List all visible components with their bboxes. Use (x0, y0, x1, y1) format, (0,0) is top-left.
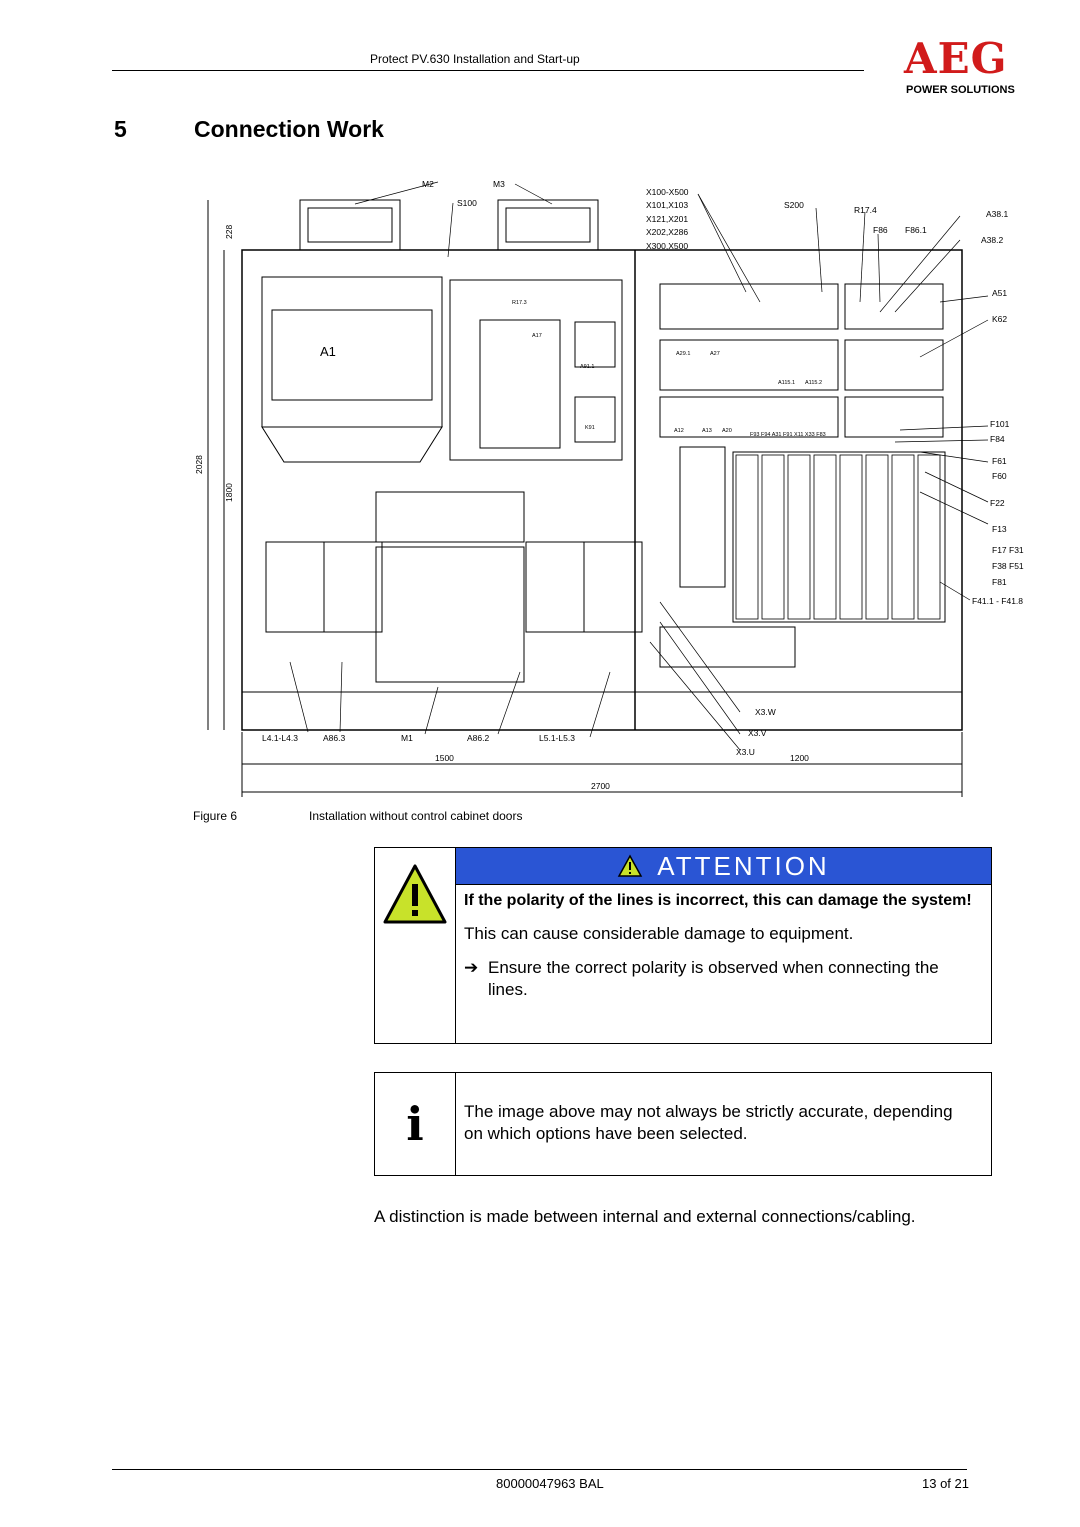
label-f101: F101 (990, 419, 1010, 429)
fuse-block-area (732, 451, 946, 623)
label-a1151: A115.1 (778, 380, 795, 386)
label-f22: F22 (990, 498, 1005, 508)
logo-brand: AEG (904, 34, 1008, 83)
attention-icon-cell (375, 848, 456, 1043)
figure-caption: Installation without control cabinet doo… (309, 809, 523, 823)
label-m3: M3 (493, 179, 505, 189)
label-a20: A20 (722, 428, 732, 434)
dim-2028: 2028 (194, 455, 204, 474)
info-icon-cell: i (375, 1073, 456, 1175)
section-title: Connection Work (194, 116, 384, 142)
attention-instruction: ➔ Ensure the correct polarity is observe… (464, 957, 975, 1001)
label-f84: F84 (990, 434, 1005, 444)
label-a862: A86.2 (467, 733, 489, 743)
label-a91: A91.1 (580, 364, 594, 370)
label-x101: X101,X103 (646, 200, 688, 210)
control-section (449, 279, 623, 461)
label-m1: M1 (401, 733, 413, 743)
label-l51: L5.1-L5.3 (539, 733, 575, 743)
label-f38: F38 F51 (992, 561, 1024, 571)
info-text: The image above may not always be strict… (464, 1102, 953, 1143)
arrow-right-icon: ➔ (464, 958, 479, 977)
label-x202: X202,X286 (646, 227, 688, 237)
info-box: i The image above may not always be stri… (374, 1072, 992, 1176)
label-r174: R17.4 (854, 205, 877, 215)
dim-1800: 1800 (224, 483, 234, 502)
dim-2700: 2700 (591, 781, 610, 791)
footer-rule (112, 1469, 967, 1470)
label-a1152: A115.2 (805, 380, 822, 386)
label-a1: A1 (320, 344, 336, 359)
attention-warning-text: If the polarity of the lines is incorrec… (464, 892, 972, 909)
attention-header: ATTENTION (456, 848, 991, 885)
attention-title: ATTENTION (657, 850, 830, 881)
label-x3w: X3.W (755, 707, 776, 717)
label-f60: F60 (992, 471, 1007, 481)
label-a291: A29.1 (676, 351, 690, 357)
attention-instruction-text: Ensure the correct polarity is observed … (488, 958, 939, 999)
logo-subtitle: POWER SOLUTIONS (906, 84, 1015, 96)
label-a12: A12 (674, 428, 684, 434)
label-s200: S200 (784, 200, 804, 210)
label-a381: A38.1 (986, 209, 1008, 219)
label-x121: X121,X201 (646, 214, 688, 224)
cabinet-drawing-svg: M2 M3 S100 X100-X500 X101,X103 X121,X201… (194, 179, 1024, 797)
aeg-logo: AEG POWER SOLUTIONS (900, 34, 1030, 104)
header-rule (112, 70, 864, 71)
label-f41: F41.1 - F41.8 (972, 596, 1023, 606)
attention-description: This can cause considerable damage to eq… (464, 924, 854, 943)
label-x3v: X3.V (748, 728, 767, 738)
label-x3u: X3.U (736, 747, 755, 757)
label-a27: A27 (710, 351, 720, 357)
warning-icon (383, 864, 447, 924)
label-f17: F17 F31 (992, 545, 1024, 555)
info-icon: i (406, 1097, 424, 1151)
dim-228: 228 (224, 225, 234, 239)
warning-small-icon (618, 854, 643, 877)
footer-doc-number: 80000047963 BAL (496, 1476, 604, 1491)
section-number: 5 (114, 116, 127, 142)
dim-1500: 1500 (435, 753, 454, 763)
label-a51: A51 (992, 288, 1007, 298)
label-x100: X100-X500 (646, 187, 689, 197)
label-f13: F13 (992, 524, 1007, 534)
dim-1200: 1200 (790, 753, 809, 763)
label-a382: A38.2 (981, 235, 1003, 245)
label-m2: M2 (422, 179, 434, 189)
label-x300: X300,X500 (646, 241, 688, 251)
label-f861: F86.1 (905, 225, 927, 235)
label-r173: R17.3 (512, 300, 527, 306)
label-k62: K62 (992, 314, 1007, 324)
label-l41: L4.1-L4.3 (262, 733, 298, 743)
attention-box: ATTENTION If the polarity of the lines i… (374, 847, 992, 1044)
cabinet-drawing: M2 M3 S100 X100-X500 X101,X103 X121,X201… (180, 172, 1052, 802)
label-s100: S100 (457, 198, 477, 208)
label-a17: A17 (532, 333, 542, 339)
label-a863: A86.3 (323, 733, 345, 743)
label-f86: F86 (873, 225, 888, 235)
label-a13: A13 (702, 428, 712, 434)
figure-label: Figure 6 (193, 809, 238, 823)
label-fuse-strip: F93 F94 A31 F91 X11 X33 F83 (750, 432, 826, 438)
footer-page-number: 13 of 21 (922, 1476, 969, 1491)
section-heading: 5 Connection Work (114, 116, 384, 143)
label-f61: F61 (992, 456, 1007, 466)
document-header-title: Protect PV.630 Installation and Start-up (370, 52, 580, 66)
label-f81: F81 (992, 577, 1007, 587)
label-k91: K91 (585, 425, 595, 431)
module-a1 (261, 276, 443, 428)
body-paragraph: A distinction is made between internal a… (374, 1207, 916, 1226)
